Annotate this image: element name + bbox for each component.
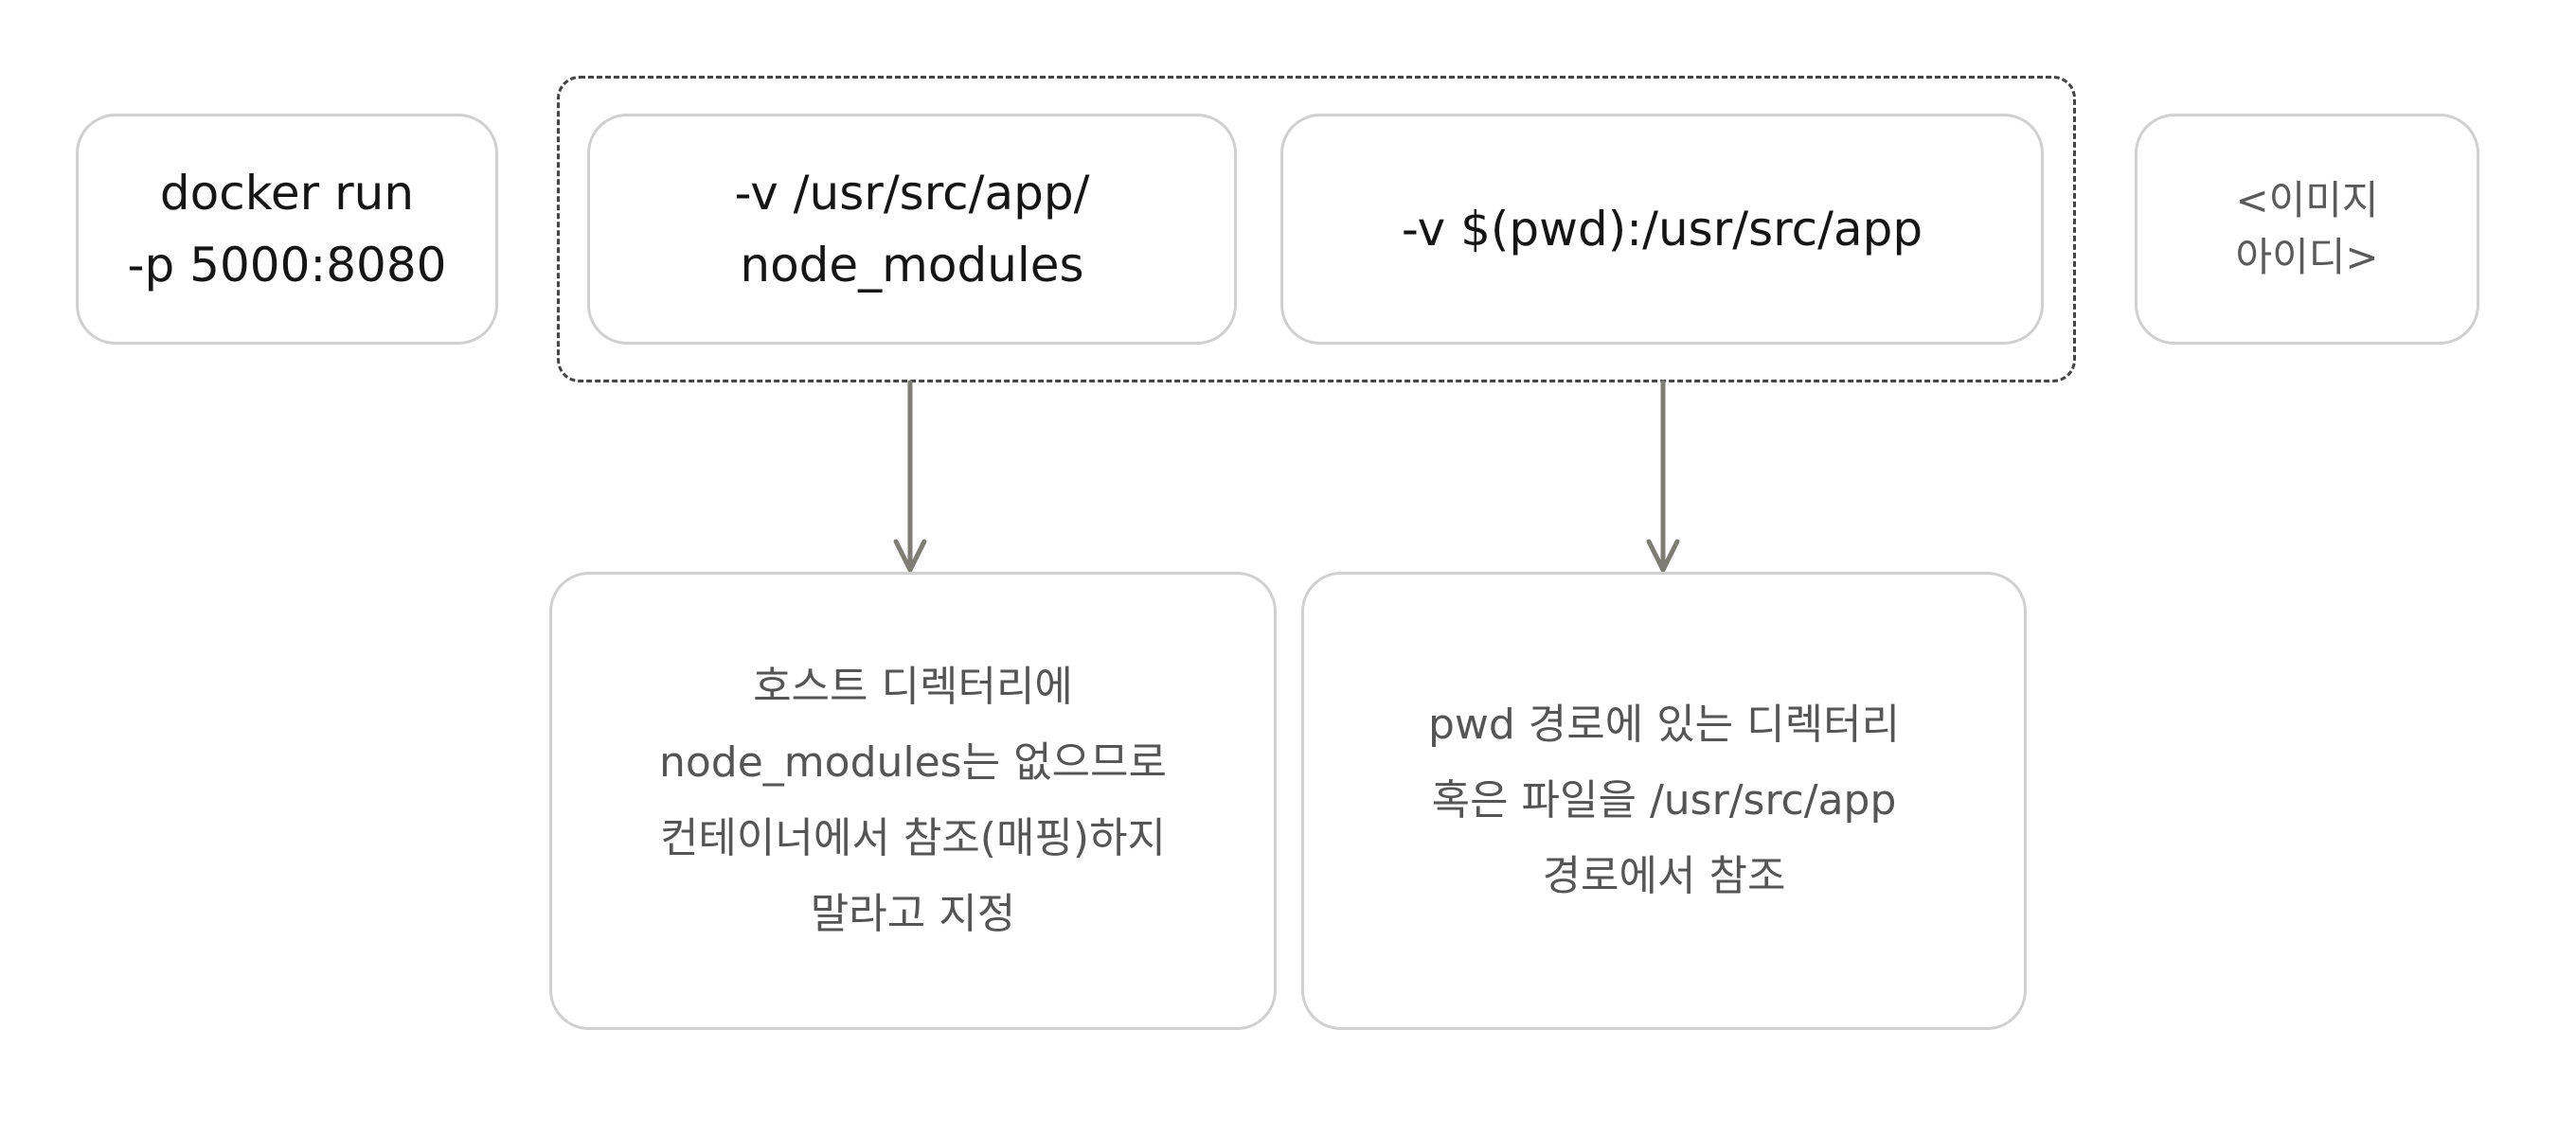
node-modules-desc-line-3: 컨테이너에서 참조(매핑)하지 xyxy=(659,814,1167,862)
image-id-line-1: <이미지 xyxy=(2235,177,2379,223)
image-id-line-2: 아이디> xyxy=(2235,234,2379,280)
pwd-desc-line-2: 혹은 파일을 /usr/src/app xyxy=(1431,776,1897,825)
volume-node-modules-line-1: -v /usr/src/app/ xyxy=(734,166,1090,221)
pwd-desc-line-3: 경로에서 참조 xyxy=(1542,852,1786,900)
node-modules-desc-line-4: 말라고 지정 xyxy=(810,890,1016,938)
image-id-box: <이미지 아이디> xyxy=(2135,114,2479,345)
volume-pwd-line-1: -v $(pwd):/usr/src/app xyxy=(1401,202,1923,257)
node-modules-desc-line-2: node_modules는 없으므로 xyxy=(658,738,1167,787)
node-modules-desc-line-1: 호스트 디렉터리에 xyxy=(753,663,1073,711)
pwd-description-box: pwd 경로에 있는 디렉터리 혹은 파일을 /usr/src/app 경로에서… xyxy=(1301,572,2027,1030)
docker-run-line-1: docker run xyxy=(159,166,415,221)
pwd-desc-line-1: pwd 경로에 있는 디렉터리 xyxy=(1427,701,1901,749)
arrow-to-pwd-desc xyxy=(1646,380,1680,573)
docker-run-box: docker run -p 5000:8080 xyxy=(76,114,498,345)
volume-options-group xyxy=(557,76,2076,382)
volume-node-modules-box: -v /usr/src/app/ node_modules xyxy=(587,114,1237,345)
docker-run-line-2: -p 5000:8080 xyxy=(127,238,447,293)
volume-pwd-box: -v $(pwd):/usr/src/app xyxy=(1280,114,2044,345)
arrow-to-node-modules-desc xyxy=(893,380,927,573)
node-modules-description-box: 호스트 디렉터리에 node_modules는 없으므로 컨테이너에서 참조(매… xyxy=(549,572,1277,1030)
volume-node-modules-line-2: node_modules xyxy=(740,238,1084,293)
